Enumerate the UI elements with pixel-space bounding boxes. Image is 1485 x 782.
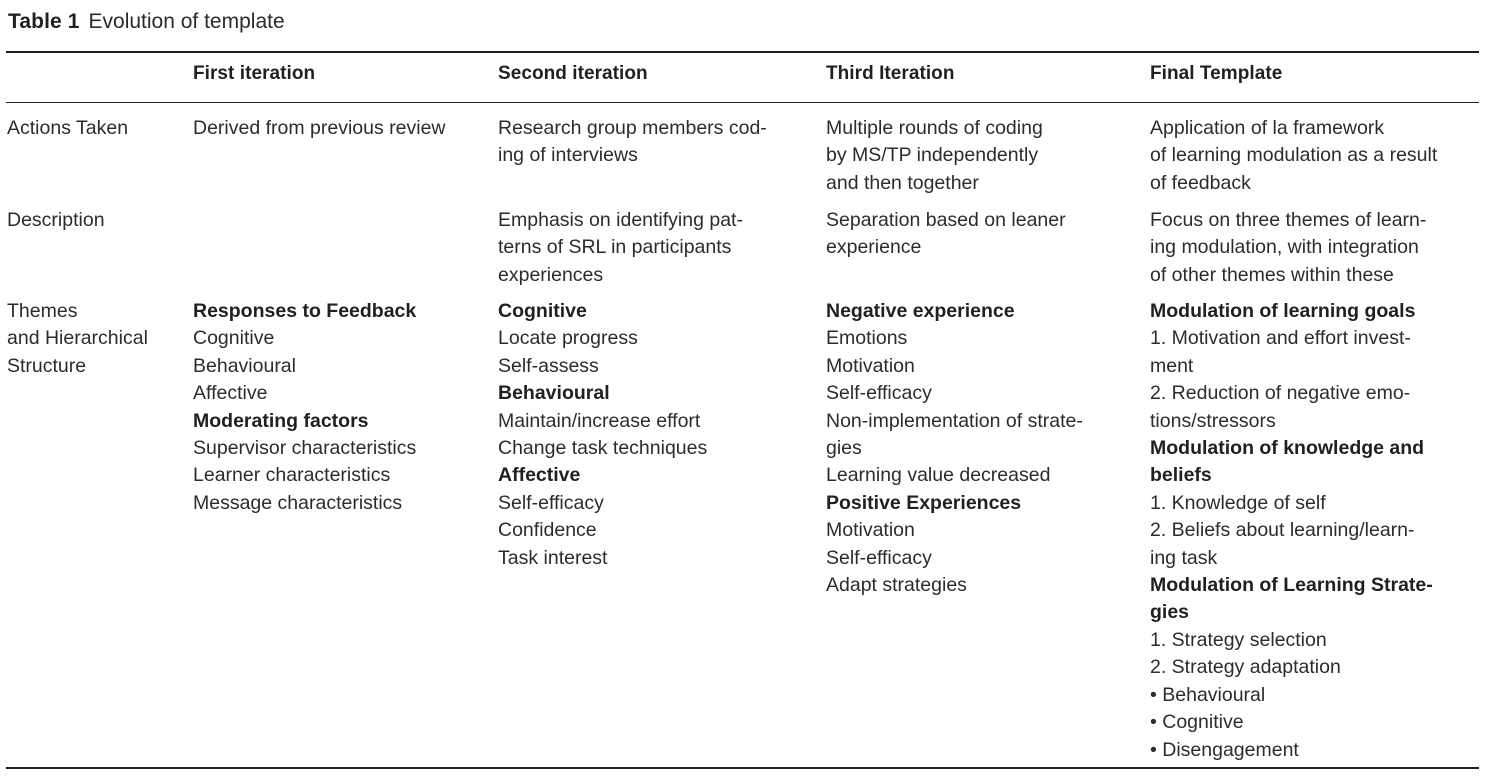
text-line: Focus on three themes of learn- — [1150, 209, 1427, 231]
text-line: Application of la framework — [1150, 117, 1385, 139]
theme-item: Maintain/increase effort — [498, 409, 701, 432]
theme-item: • Cognitive — [1150, 711, 1244, 734]
theme-item: Self-efficacy — [826, 382, 932, 405]
theme-item: 1. Knowledge of self — [1150, 491, 1326, 514]
text-line: Description — [7, 209, 105, 231]
text-line: experiences — [498, 263, 604, 286]
column-header-first-iteration: First iteration — [193, 63, 316, 84]
cell-description-second: Emphasis on identifying pat-terns of SRL… — [498, 207, 826, 289]
theme-item: tions/stressors — [1150, 409, 1276, 432]
text-line: Themes — [7, 300, 78, 322]
table-top-rule — [6, 51, 1479, 53]
theme-item: Behavioural — [193, 354, 296, 377]
theme-item: 1. Strategy selection — [1150, 628, 1327, 651]
theme-item: 2. Beliefs about learning/learn- — [1150, 519, 1415, 542]
text-line: Research group members cod- — [498, 117, 767, 139]
cell-actions-final: Application of la framework of learning m… — [1150, 115, 1480, 197]
theme-heading: Modulation of knowledge and — [1150, 437, 1425, 460]
text-line: terns of SRL in participants — [498, 236, 732, 259]
table-caption-text: Evolution of template — [88, 10, 285, 33]
text-line: and Hierarchical — [7, 327, 148, 350]
theme-item: Non-implementation of strate- — [826, 409, 1083, 432]
text-line: Structure — [7, 354, 87, 377]
theme-item: 2. Reduction of negative emo- — [1150, 382, 1411, 405]
column-header-third-iteration: Third Iteration — [826, 63, 955, 84]
cell-themes-final: Modulation of learning goals 1. Motivatio… — [1150, 298, 1480, 764]
theme-item: Message characteristics — [193, 491, 403, 514]
theme-heading: Moderating factors — [193, 409, 369, 432]
theme-item: Self-assess — [498, 354, 599, 377]
text-line: experience — [826, 236, 922, 259]
text-line: ing modulation, with integration — [1150, 236, 1419, 259]
theme-heading: gies — [1150, 601, 1190, 624]
theme-item: Locate progress — [498, 327, 638, 350]
text-line: of other themes within these — [1150, 263, 1394, 286]
text-line: of feedback — [1150, 171, 1251, 194]
theme-item: Emotions — [826, 327, 908, 350]
cell-actions-second: Research group members cod-ing of interv… — [498, 115, 826, 170]
cell-description-third: Separation based on leaner experience — [826, 207, 1150, 262]
cell-actions-third: Multiple rounds of coding by MS/TP indepe… — [826, 115, 1150, 197]
cell-description-final: Focus on three themes of learn-ing modul… — [1150, 207, 1480, 289]
text-line: ing of interviews — [498, 144, 638, 167]
text-line: Derived from previous review — [193, 117, 446, 139]
theme-item: ment — [1150, 354, 1194, 377]
text-line: Emphasis on identifying pat- — [498, 209, 743, 231]
theme-heading: Responses to Feedback — [193, 300, 417, 322]
theme-item: Task interest — [498, 546, 608, 569]
theme-heading: Positive Experiences — [826, 491, 1022, 514]
theme-heading: Negative experience — [826, 300, 1015, 322]
theme-item: ing task — [1150, 546, 1218, 569]
text-line: by MS/TP independently — [826, 144, 1039, 167]
theme-item: Cognitive — [193, 327, 275, 350]
text-line: and then together — [826, 171, 979, 194]
theme-heading: Behavioural — [498, 382, 610, 405]
column-header-final-template: Final Template — [1150, 63, 1283, 84]
column-header-second-iteration: Second iteration — [498, 63, 648, 84]
theme-heading: Modulation of Learning Strate- — [1150, 574, 1433, 597]
theme-item: Supervisor characteristics — [193, 437, 417, 460]
theme-item: • Behavioural — [1150, 683, 1266, 706]
cell-actions-first: Derived from previous review — [193, 115, 498, 142]
theme-item: 2. Strategy adaptation — [1150, 656, 1341, 679]
theme-item: 1. Motivation and effort invest- — [1150, 327, 1411, 350]
theme-heading: Affective — [498, 464, 581, 487]
table-caption-label: Table 1 — [8, 10, 80, 33]
row-label-description: Description — [7, 207, 193, 234]
theme-heading: Modulation of learning goals — [1150, 300, 1416, 322]
text-line: Actions Taken — [7, 117, 129, 139]
theme-item: Learner characteristics — [193, 464, 391, 487]
theme-item: Affective — [193, 382, 268, 405]
theme-item: • Disengagement — [1150, 738, 1299, 761]
table-caption: Table 1 Evolution of template — [8, 8, 285, 36]
theme-item: Self-efficacy — [826, 546, 932, 569]
row-label-actions-taken: Actions Taken — [7, 115, 193, 142]
theme-item: Self-efficacy — [498, 491, 604, 514]
table-header-rule — [6, 102, 1479, 104]
text-line: Multiple rounds of coding — [826, 117, 1043, 139]
theme-item: Learning value decreased — [826, 464, 1051, 487]
theme-item: Change task techniques — [498, 437, 708, 460]
table-bottom-rule — [6, 767, 1479, 769]
text-line: Separation based on leaner — [826, 209, 1066, 231]
theme-item: Motivation — [826, 519, 915, 542]
theme-heading: Cognitive — [498, 300, 587, 322]
theme-item: Adapt strategies — [826, 574, 967, 597]
text-line: of learning modulation as a result — [1150, 144, 1438, 167]
theme-item: Confidence — [498, 519, 597, 542]
theme-heading: beliefs — [1150, 464, 1212, 487]
theme-item: gies — [826, 437, 862, 460]
theme-item: Motivation — [826, 354, 915, 377]
